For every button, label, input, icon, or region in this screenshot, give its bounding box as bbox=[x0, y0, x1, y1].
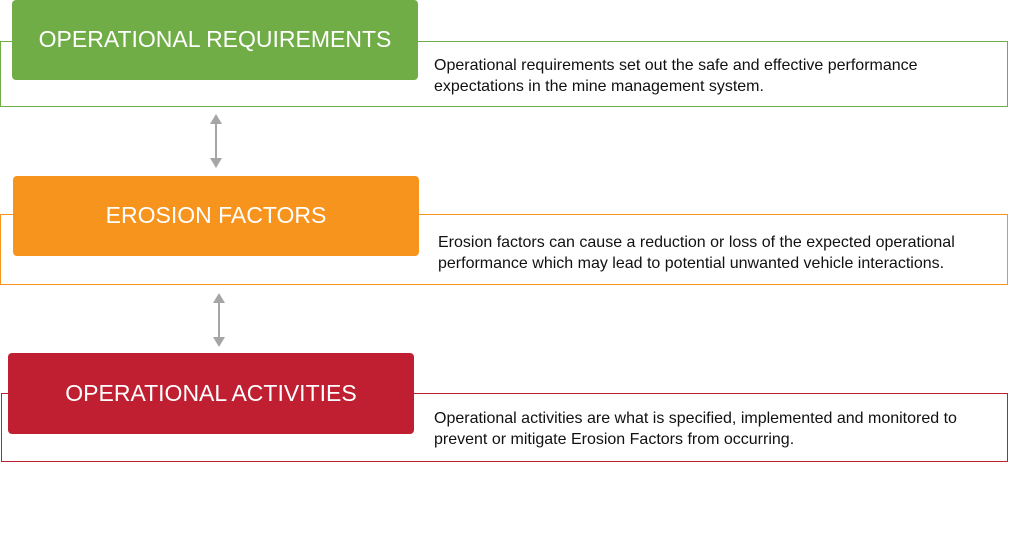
double-arrow-icon bbox=[213, 293, 225, 347]
erosion-title-box: EROSION FACTORS bbox=[13, 176, 419, 256]
activities-title-box: OPERATIONAL ACTIVITIES bbox=[8, 353, 414, 434]
erosion-title: EROSION FACTORS bbox=[105, 202, 327, 228]
double-arrow-icon bbox=[210, 114, 222, 168]
requirements-title-box: OPERATIONAL REQUIREMENTS bbox=[12, 0, 418, 80]
erosion-description: Erosion factors can cause a reduction or… bbox=[438, 234, 955, 272]
requirements-title: OPERATIONAL REQUIREMENTS bbox=[38, 26, 392, 52]
requirements-description: Operational requirements set out the saf… bbox=[434, 57, 918, 95]
activities-description: Operational activities are what is speci… bbox=[434, 410, 957, 448]
activities-title: OPERATIONAL ACTIVITIES bbox=[65, 380, 357, 406]
